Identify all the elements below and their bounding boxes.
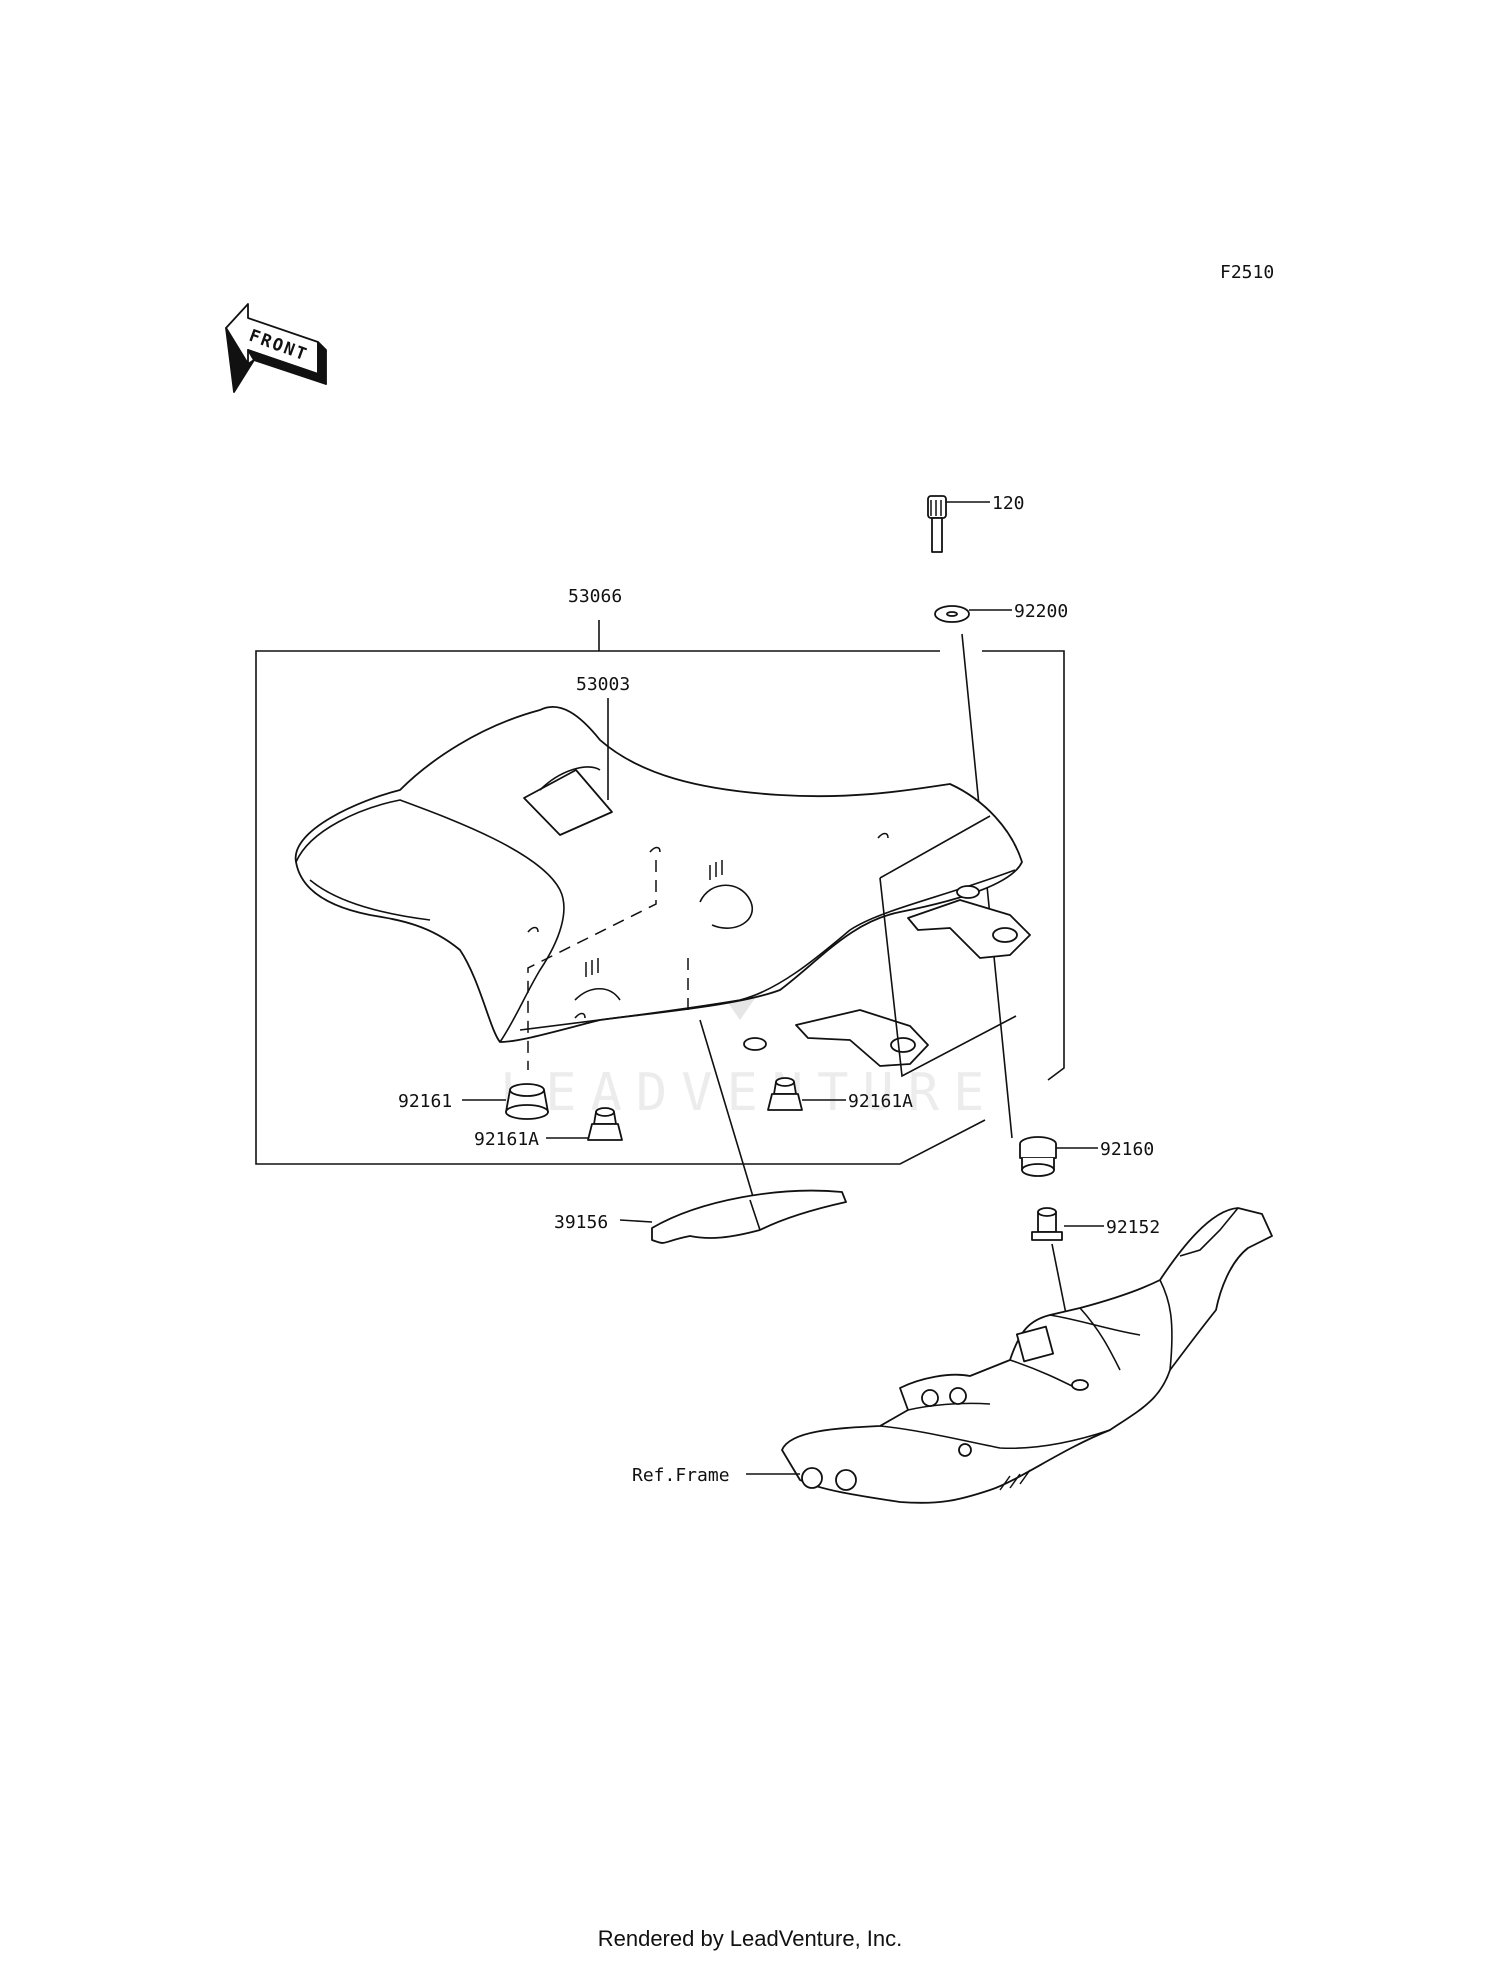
watermark-text: LEADVENTURE <box>500 1063 998 1123</box>
label-92161: 92161 <box>398 1091 452 1112</box>
seat-53003: 53003 <box>295 674 1031 1067</box>
damper-92160: 92160 <box>1019 1136 1154 1177</box>
label-53066: 53066 <box>568 586 622 607</box>
grommet-92161: 92161 <box>398 1083 549 1120</box>
footer-credit: Rendered by LeadVenture, Inc. <box>598 1926 903 1951</box>
label-92152: 92152 <box>1106 1217 1160 1238</box>
label-39156: 39156 <box>554 1212 608 1233</box>
pad-39156: 39156 <box>554 1189 847 1244</box>
label-92200: 92200 <box>1014 601 1068 622</box>
label-ref-frame: Ref.Frame <box>632 1465 730 1486</box>
grommet-92161a-right: 92161A <box>767 1077 913 1112</box>
bolt-120: 120 <box>927 493 1025 553</box>
washer-92200: 92200 <box>934 601 1068 623</box>
grommet-92161a-left: 92161A <box>474 1107 623 1150</box>
label-53003: 53003 <box>576 674 630 695</box>
frame-reference: Ref.Frame <box>632 1207 1273 1504</box>
label-92161a-right: 92161A <box>848 1091 913 1112</box>
front-arrow-icon: FRONT <box>225 303 327 393</box>
label-120: 120 <box>992 493 1025 514</box>
label-92160: 92160 <box>1100 1139 1154 1160</box>
figure-code: F2510 <box>1220 262 1274 283</box>
bracket-53066: 53066 <box>255 586 1065 1165</box>
collar-92152: 92152 <box>1031 1207 1160 1241</box>
label-92161a-left: 92161A <box>474 1129 539 1150</box>
